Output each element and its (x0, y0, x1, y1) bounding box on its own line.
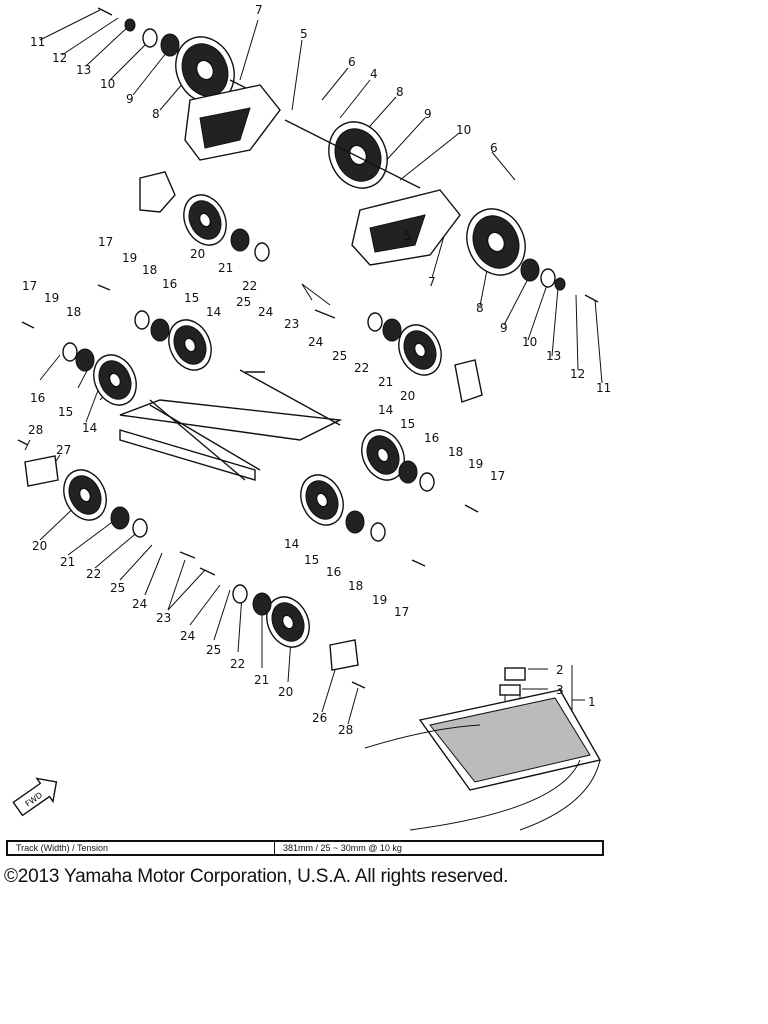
callout-label: 16 (424, 431, 439, 445)
callout-label: 9 (126, 92, 134, 106)
callout-label: 25 (206, 643, 221, 657)
idler-wheel (398, 324, 442, 376)
callout-label: 16 (326, 565, 341, 579)
callout-label: 21 (254, 673, 269, 687)
spec-value: 381mm / 25 ~ 30mm @ 10 kg (283, 843, 402, 853)
callout-label: 23 (284, 317, 299, 331)
callout-label: 5 (404, 229, 412, 243)
callout-label: 21 (60, 555, 75, 569)
callout-label: 8 (152, 107, 160, 121)
callout-label: 24 (180, 629, 195, 643)
slide-rail-frame (119, 369, 343, 481)
callout-label: 24 (258, 305, 273, 319)
callout-label: 24 (132, 597, 147, 611)
track (364, 667, 602, 831)
callout-label: 25 (110, 581, 125, 595)
callout-label: 11 (596, 381, 611, 395)
callout-label: 28 (338, 723, 353, 737)
brackets (24, 84, 483, 671)
callout-label: 15 (304, 553, 319, 567)
callout-label: 19 (372, 593, 387, 607)
callout-label: 10 (456, 123, 471, 137)
callout-label: 19 (468, 457, 483, 471)
callout-label: 4 (370, 67, 378, 81)
callout-label: 5 (300, 27, 308, 41)
callout-label: 17 (394, 605, 409, 619)
callout-label: 8 (396, 85, 404, 99)
fwd-arrow-icon: FWD (12, 777, 58, 817)
callout-label: 9 (424, 107, 432, 121)
callout-label: 28 (28, 423, 43, 437)
idler-wheel (266, 596, 310, 648)
bolts (17, 7, 599, 689)
callout-label: 21 (218, 261, 233, 275)
callout-label: 9 (500, 321, 508, 335)
callout-label: 8 (476, 301, 484, 315)
callout-label: 18 (142, 263, 157, 277)
callout-label: 12 (52, 51, 67, 65)
callout-label: 15 (184, 291, 199, 305)
callout-label: 17 (98, 235, 113, 249)
callout-label: 20 (32, 539, 47, 553)
callout-label: 19 (122, 251, 137, 265)
callout-label: 14 (82, 421, 97, 435)
bearings-washers (62, 18, 566, 616)
idler-wheel (93, 354, 137, 406)
callout-label: 16 (162, 277, 177, 291)
callout-label: 26 (312, 711, 327, 725)
copyright-notice: ©2013 Yamaha Motor Corporation, U.S.A. A… (4, 866, 509, 887)
callout-label: 13 (546, 349, 561, 363)
callout-label: 21 (378, 375, 393, 389)
spec-table: Track (Width) / Tension 381mm / 25 ~ 30m… (6, 840, 604, 856)
callout-label: 22 (354, 361, 369, 375)
callout-label: 19 (44, 291, 59, 305)
callout-label: 22 (86, 567, 101, 581)
idler-wheel (183, 194, 227, 246)
idler-wheel (63, 469, 107, 521)
callout-label: 18 (348, 579, 363, 593)
callout-label: 17 (22, 279, 37, 293)
callout-label: 25 (332, 349, 347, 363)
callout-label: 14 (378, 403, 393, 417)
callout-label: 6 (348, 55, 356, 69)
idler-wheel (466, 208, 526, 276)
callout-label: 18 (448, 445, 463, 459)
idler-wheel (168, 319, 212, 371)
idler-wheels (63, 36, 526, 648)
idler-wheel (300, 474, 344, 526)
callout-label: 17 (490, 469, 505, 483)
callout-label: 7 (255, 3, 263, 17)
callout-label: 10 (100, 77, 115, 91)
callout-label: 20 (190, 247, 205, 261)
callout-label: 22 (242, 279, 257, 293)
spec-label: Track (Width) / Tension (8, 842, 275, 854)
callout-label: 10 (522, 335, 537, 349)
callout-label: 15 (58, 405, 73, 419)
callout-label: 3 (556, 683, 564, 697)
callout-label: 14 (284, 537, 299, 551)
callout-label: 23 (156, 611, 171, 625)
callout-label: 1 (588, 695, 596, 709)
callout-label: 24 (308, 335, 323, 349)
callout-label: 11 (30, 35, 45, 49)
callout-label: 27 (56, 443, 71, 457)
callout-numbers: 11 12 13 10 9 8 7 5 6 4 8 9 10 6 20 21 2… (22, 3, 611, 737)
callout-label: 14 (206, 305, 221, 319)
callout-label: 6 (490, 141, 498, 155)
callout-label: 15 (400, 417, 415, 431)
callout-label: 16 (30, 391, 45, 405)
callout-label: 22 (230, 657, 245, 671)
idler-wheel (175, 36, 235, 104)
parts-diagram: FWD 11 12 13 10 9 8 7 5 6 4 8 9 10 6 20 … (12, 3, 611, 831)
callout-label: 13 (76, 63, 91, 77)
callout-label: 7 (428, 275, 436, 289)
callout-label: 2 (556, 663, 564, 677)
callout-label: 20 (278, 685, 293, 699)
callout-label: 25 (236, 295, 251, 309)
callout-label: 20 (400, 389, 415, 403)
idler-wheel (361, 429, 405, 481)
callout-label: 18 (66, 305, 81, 319)
callout-label: 12 (570, 367, 585, 381)
idler-wheel (328, 121, 388, 189)
